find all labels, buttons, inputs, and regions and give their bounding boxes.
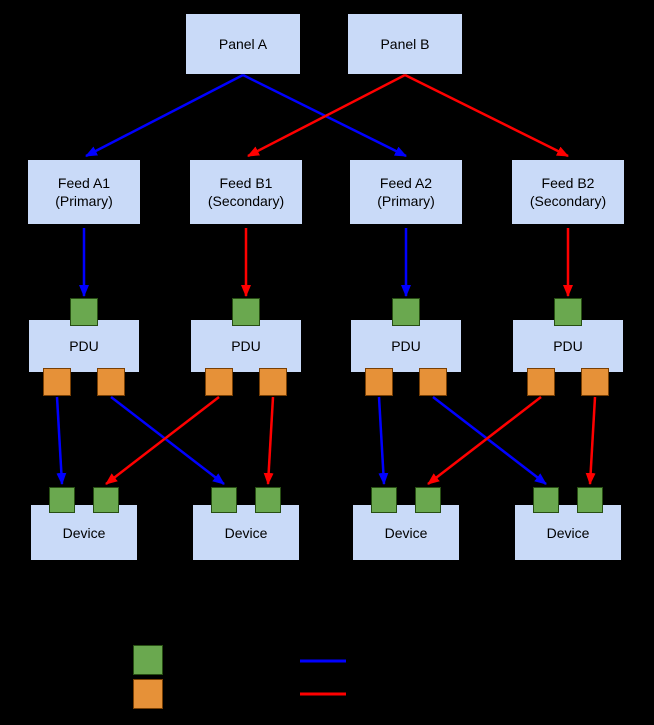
device3-input-port-left — [371, 487, 397, 513]
pdu3-output-port-right — [419, 368, 447, 396]
pdu3-label: PDU — [391, 338, 421, 354]
feed-b1-role: (Secondary) — [207, 193, 285, 209]
pdu1-node: PDU — [29, 320, 139, 372]
pdu1-output-port-left — [43, 368, 71, 396]
panel-b-label: Panel B — [380, 36, 430, 52]
pdu3-output-port-left — [365, 368, 393, 396]
device1-label: Device — [62, 524, 106, 541]
device1-input-port-right — [93, 487, 119, 513]
device2-node: Device — [193, 505, 299, 560]
arrow-pdu2-to-device2 — [263, 396, 275, 485]
arrow-panel-b-to-feed-b1 — [247, 73, 406, 158]
arrow-pdu1-to-device2 — [110, 396, 225, 485]
feed-a1-node: Feed A1 (Primary) — [28, 160, 140, 224]
pdu4-label: PDU — [553, 338, 583, 354]
legend-input-port-swatch — [133, 645, 163, 675]
device3-input-port-right — [415, 487, 441, 513]
panel-b-node: Panel B — [348, 14, 462, 74]
pdu1-input-port — [70, 298, 98, 326]
panel-a-node: Panel A — [186, 14, 300, 74]
device3-node: Device — [353, 505, 459, 560]
arrow-panel-a-to-feed-a1 — [85, 73, 244, 158]
pdu3-input-port — [392, 298, 420, 326]
legend-output-port-swatch — [133, 679, 163, 709]
pdu3-node: PDU — [351, 320, 461, 372]
feed-a2-node: Feed A2 (Primary) — [350, 160, 462, 224]
device4-label: Device — [546, 524, 590, 541]
arrow-panel-b-to-feed-b2 — [404, 73, 569, 158]
pdu4-node: PDU — [513, 320, 623, 372]
panel-a-label: Panel A — [218, 36, 268, 52]
feed-b2-role: (Secondary) — [529, 193, 607, 209]
device1-input-port-left — [49, 487, 75, 513]
pdu2-output-port-left — [205, 368, 233, 396]
pdu4-output-port-right — [581, 368, 609, 396]
feed-b1-name: Feed B1 — [219, 175, 273, 191]
device4-input-port-right — [577, 487, 603, 513]
arrow-pdu1-to-device1 — [55, 396, 67, 485]
arrow-pdu2-to-device1 — [105, 396, 220, 485]
feed-a2-role: (Primary) — [377, 193, 435, 209]
device3-label: Device — [384, 524, 428, 541]
arrow-pdu4-to-device4 — [585, 396, 597, 485]
pdu2-label: PDU — [231, 338, 261, 354]
pdu1-output-port-right — [97, 368, 125, 396]
feed-b2-name: Feed B2 — [541, 175, 595, 191]
device2-input-port-right — [255, 487, 281, 513]
pdu4-output-port-left — [527, 368, 555, 396]
device1-node: Device — [31, 505, 137, 560]
feed-b2-node: Feed B2 (Secondary) — [512, 160, 624, 224]
device2-label: Device — [224, 524, 268, 541]
arrow-pdu4-to-device3 — [427, 396, 542, 485]
pdu4-input-port — [554, 298, 582, 326]
arrow-pdu3-to-device3 — [377, 396, 389, 485]
arrow-pdu3-to-device4 — [432, 396, 547, 485]
pdu2-node: PDU — [191, 320, 301, 372]
device4-node: Device — [515, 505, 621, 560]
device4-input-port-left — [533, 487, 559, 513]
feed-b1-node: Feed B1 (Secondary) — [190, 160, 302, 224]
feed-a2-name: Feed A2 — [379, 175, 433, 191]
pdu1-label: PDU — [69, 338, 99, 354]
device2-input-port-left — [211, 487, 237, 513]
feed-a1-role: (Primary) — [55, 193, 113, 209]
pdu2-input-port — [232, 298, 260, 326]
pdu2-output-port-right — [259, 368, 287, 396]
feed-a1-name: Feed A1 — [57, 175, 111, 191]
